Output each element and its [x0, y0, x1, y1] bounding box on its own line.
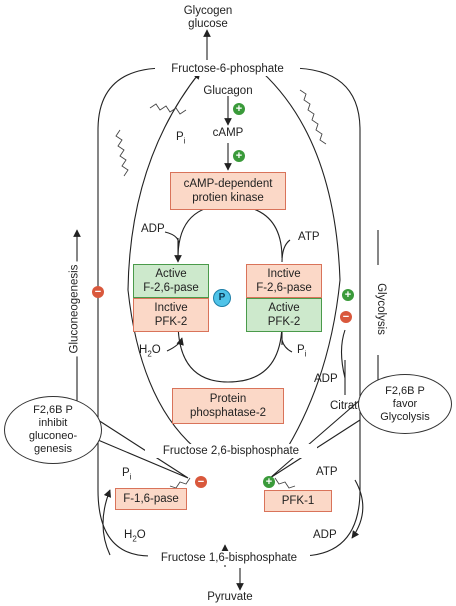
atp-top-label: ATP [298, 231, 320, 243]
zigzag-left [115, 129, 129, 177]
pi-hook [281, 339, 293, 353]
pi-mid-label: Pi [297, 344, 307, 359]
atp-low-label: ATP [316, 466, 338, 478]
plus-icon: + [233, 150, 245, 162]
pi-top-label: Pi [176, 131, 186, 146]
left-callout-line2: inhibit [38, 417, 68, 429]
f26pase-arc [127, 71, 201, 449]
h2o-low-label: H2O [124, 529, 146, 544]
minus-icon: − [195, 476, 207, 488]
glucagon-label: Glucagon [203, 85, 253, 97]
pp2-line2: phosphatase-2 [189, 407, 267, 419]
f6p-label: Fructose-6-phosphate [155, 62, 300, 76]
inactive-pfk2-line1: Inctive [154, 302, 188, 314]
adp-mid-label: ADP [314, 373, 338, 385]
zigzag-right [299, 89, 327, 145]
inactive-f26pase-line1: Inctive [267, 268, 301, 280]
plus-icon: + [342, 289, 354, 301]
outer-left-path [97, 67, 166, 557]
h2o-mid-label: H2O [139, 344, 161, 359]
pka-line1: cAMP-dependent [183, 178, 273, 190]
f16bp-label: Fructose 1,6-bisphosphate [148, 551, 310, 565]
h2o-hook [166, 337, 184, 352]
left-callout-line1: F2,6B P [33, 404, 73, 416]
citrate-line [340, 329, 346, 379]
atp-hook [281, 239, 291, 263]
inner-cycle-bottom [177, 321, 283, 383]
pp2-line1: Protein [209, 393, 247, 405]
active-pfk2-line1: Active [268, 302, 300, 314]
left-callout-pointer [97, 419, 189, 479]
glycolysis-label: Glycolysis [374, 280, 387, 338]
right-callout-line3: Glycolysis [380, 410, 430, 423]
left-callout: F2,6B P inhibit gluconeo- genesis [4, 396, 102, 464]
adp-top-label: ADP [141, 223, 165, 235]
right-callout: F2,6B P favor Glycolysis [358, 374, 452, 434]
active-pfk2-line2: PFK-2 [267, 316, 301, 328]
active-f26pase-line1: Active [155, 268, 187, 280]
right-callout-line1: F2,6B P [385, 384, 425, 397]
pka-line2: protien kinase [192, 192, 264, 204]
f26bp-label: Fructose 2,6-bisphosphate [145, 444, 317, 458]
inner-cycle-top [177, 204, 283, 259]
plus-icon: + [263, 476, 275, 488]
zigzag-top-left [149, 103, 187, 115]
glucose-label: glucose [188, 18, 228, 30]
minus-icon: − [92, 286, 104, 298]
phosphate-icon: P [213, 289, 231, 307]
pfk1-path [351, 479, 364, 539]
gluconeogenesis-label: Gluconeogenesis [68, 261, 81, 357]
inactive-f26pase-box: Inctive F-2,6-pase [246, 264, 322, 298]
active-f26pase-line2: F-2,6-pase [143, 282, 199, 294]
inactive-pfk2-line2: PFK-2 [154, 316, 188, 328]
adp-hook [164, 231, 180, 249]
pi-low-label: Pi [122, 467, 132, 482]
active-pfk2-box: Active PFK-2 [246, 298, 322, 332]
pp2-box: Protein phosphatase-2 [172, 388, 284, 424]
zigzag-pfk1 [274, 477, 296, 489]
inactive-pfk2-box: Inctive PFK-2 [133, 298, 209, 332]
citrate-label: Citrate [330, 400, 364, 412]
adp-low-label: ADP [313, 529, 337, 541]
left-callout-line4: genesis [34, 443, 72, 455]
f16pase-path [102, 489, 112, 556]
plus-icon: + [233, 103, 245, 115]
pfk2-arc [261, 71, 341, 456]
active-f26pase-box: Active F-2,6-pase [133, 264, 209, 298]
zigzag-f16pase [169, 477, 191, 489]
minus-icon: − [340, 311, 352, 323]
camp-label: cAMP [212, 127, 244, 139]
pyruvate-label: Pyruvate [207, 591, 253, 603]
f16pase-box: F-1,6-pase [115, 488, 187, 510]
right-callout-line2: favor [392, 397, 418, 410]
inactive-f26pase-line2: F-2,6-pase [256, 282, 312, 294]
pka-box: cAMP-dependent protien kinase [170, 172, 286, 210]
glycogen-label: Glycogen [183, 5, 233, 17]
left-callout-line3: gluconeo- [28, 430, 78, 442]
pfk1-box: PFK-1 [264, 490, 332, 512]
outer-right-path [289, 67, 361, 557]
